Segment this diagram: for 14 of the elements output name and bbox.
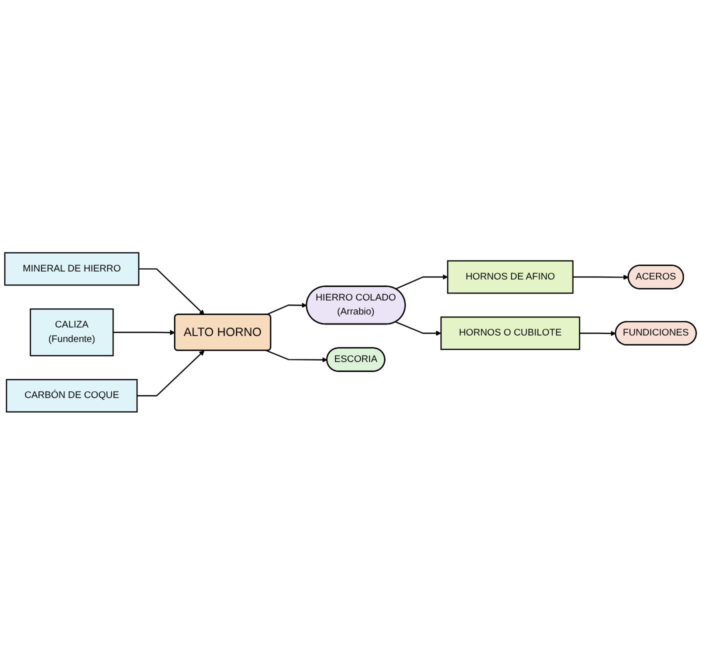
arrow	[138, 268, 204, 316]
node-box: MINERAL DE HIERRO	[4, 252, 140, 286]
arrow	[113, 330, 176, 336]
arrow	[395, 274, 448, 290]
arrow	[580, 330, 616, 336]
node-box: HORNOS O CUBILOTE	[440, 316, 580, 350]
arrow	[572, 274, 629, 280]
arrow	[266, 350, 328, 363]
arrow	[395, 322, 442, 336]
arrow	[137, 350, 204, 396]
node-box: CARBÓN DE COQUE	[6, 379, 138, 413]
node-box: CALIZA (Fundente)	[30, 308, 114, 356]
node-box: HORNOS DE AFINO	[447, 260, 574, 294]
arrow	[266, 302, 307, 316]
